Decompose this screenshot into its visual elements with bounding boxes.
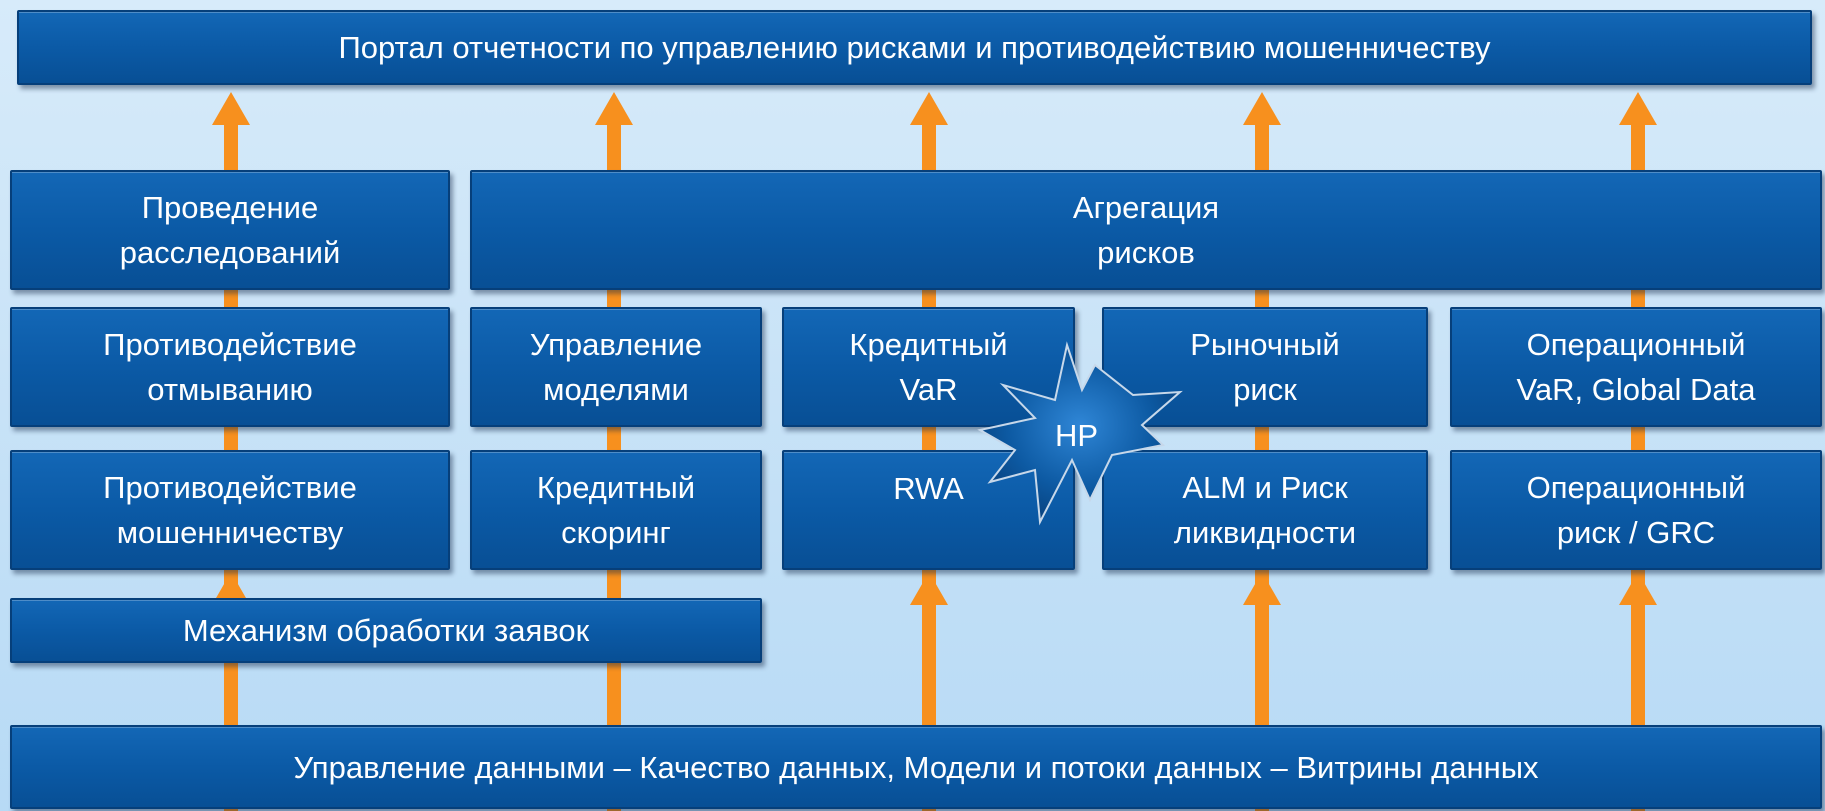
anti-fraud-line1: Противодействие (103, 470, 357, 505)
request-engine-label: Механизм обработки заявок (182, 613, 590, 648)
market-risk-line1: Рыночный (1190, 327, 1340, 362)
arrow-head (212, 572, 250, 605)
arrow-head (1619, 572, 1657, 605)
anti-fraud-line2: мошенничеству (116, 515, 344, 550)
reporting-portal-label: Портал отчетности по управлению рисками … (338, 30, 1491, 65)
market-risk-line2: риск (1233, 372, 1297, 407)
aml-line2: отмыванию (147, 372, 313, 407)
arrow-head (595, 92, 633, 125)
anti-fraud-box: Противодействие мошенничеству (10, 450, 450, 570)
rwa-box: RWA (782, 450, 1075, 570)
credit-var-line2: VaR (899, 372, 958, 407)
operational-risk-line1: Операционный (1526, 470, 1746, 505)
operational-var-line1: Операционный (1526, 327, 1746, 362)
credit-var-box: Кредитный VaR (782, 307, 1075, 427)
arrow-head (1243, 572, 1281, 605)
arrow-head (212, 92, 250, 125)
operational-risk-line2: риск / GRC (1556, 515, 1716, 550)
operational-var-box: Операционный VaR, Global Data (1450, 307, 1822, 427)
risk-aggregation-box: Агрегация рисков (470, 170, 1822, 290)
investigations-line2: расследований (119, 235, 341, 270)
alm-box: ALM и Риск ликвидности (1102, 450, 1428, 570)
credit-scoring-line2: скоринг (561, 515, 671, 550)
model-management-line1: Управление (529, 327, 703, 362)
operational-risk-box: Операционный риск / GRC (1450, 450, 1822, 570)
credit-scoring-box: Кредитный скоринг (470, 450, 762, 570)
arrow-head (910, 572, 948, 605)
market-risk-box: Рыночный риск (1102, 307, 1428, 427)
arrow-head (910, 92, 948, 125)
credit-scoring-line1: Кредитный (536, 470, 696, 505)
risk-aggregation-line1: Агрегация (1072, 190, 1220, 225)
data-management-label: Управление данными – Качество данных, Мо… (293, 749, 1539, 785)
aml-box: Противодействие отмыванию (10, 307, 450, 427)
operational-var-line2: VaR, Global Data (1516, 372, 1756, 407)
rwa-label: RWA (893, 471, 964, 506)
starburst-label: HP (1055, 418, 1099, 453)
aml-line1: Противодействие (103, 327, 357, 362)
data-management-bar: Управление данными – Качество данных, Мо… (10, 725, 1822, 809)
investigations-line1: Проведение (141, 190, 319, 225)
arrow-head (1243, 92, 1281, 125)
alm-line2: ликвидности (1173, 515, 1357, 550)
risk-aggregation-line2: рисков (1097, 235, 1195, 270)
arrow-head (1619, 92, 1657, 125)
credit-var-line1: Кредитный (849, 327, 1008, 362)
reporting-portal-bar: Портал отчетности по управлению рисками … (17, 10, 1812, 85)
request-engine-box: Механизм обработки заявок (10, 598, 762, 663)
model-management-box: Управление моделями (470, 307, 762, 427)
alm-line1: ALM и Риск (1182, 470, 1348, 505)
model-management-line2: моделями (543, 372, 689, 407)
investigations-box: Проведение расследований (10, 170, 450, 290)
